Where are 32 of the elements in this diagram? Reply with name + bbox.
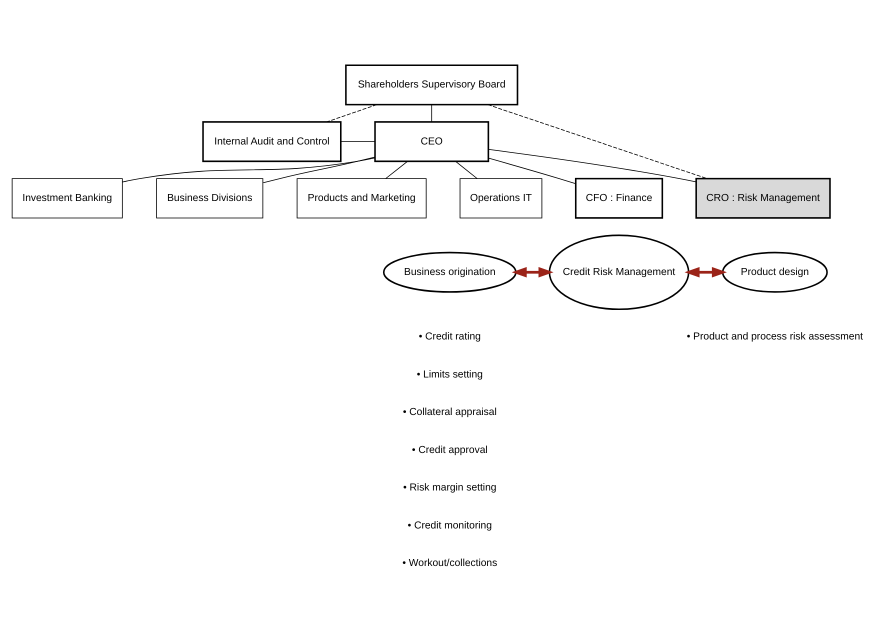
connector xyxy=(487,104,707,178)
label: • Product and process risk assessment xyxy=(686,330,862,342)
label: • Limits setting xyxy=(416,368,482,380)
label: • Credit approval xyxy=(411,444,488,456)
node-box: CRO : Risk Management xyxy=(694,177,830,218)
node-box: Shareholders Supervisory Board xyxy=(344,64,518,105)
node-box: Products and Marketing xyxy=(296,178,426,218)
node-box: CFO : Finance xyxy=(574,177,663,218)
connector xyxy=(488,157,576,184)
node-ellipse: Product design xyxy=(721,251,828,292)
connector xyxy=(326,104,377,122)
arrow xyxy=(511,266,553,278)
connector xyxy=(454,160,477,178)
label: • Risk margin setting xyxy=(402,482,496,494)
node-box: Internal Audit and Control xyxy=(202,120,342,162)
label: • Credit rating xyxy=(418,330,480,342)
arrow xyxy=(684,266,726,278)
node-ellipse: Business origination xyxy=(382,251,516,292)
node-box: Business Divisions xyxy=(156,178,263,218)
connector xyxy=(122,157,375,182)
connector xyxy=(384,160,408,178)
connector xyxy=(262,156,375,183)
node-ellipse: Credit Risk Management xyxy=(548,234,689,310)
node-box: Operations IT xyxy=(459,178,542,218)
node-box: CEO xyxy=(374,120,489,162)
label: • Workout/collections xyxy=(402,558,497,569)
connector xyxy=(340,140,375,142)
connector xyxy=(430,104,432,122)
label: • Collateral appraisal xyxy=(402,406,496,418)
connector xyxy=(488,148,696,182)
node-box: Investment Banking xyxy=(11,178,122,218)
label: • Credit monitoring xyxy=(407,520,492,531)
